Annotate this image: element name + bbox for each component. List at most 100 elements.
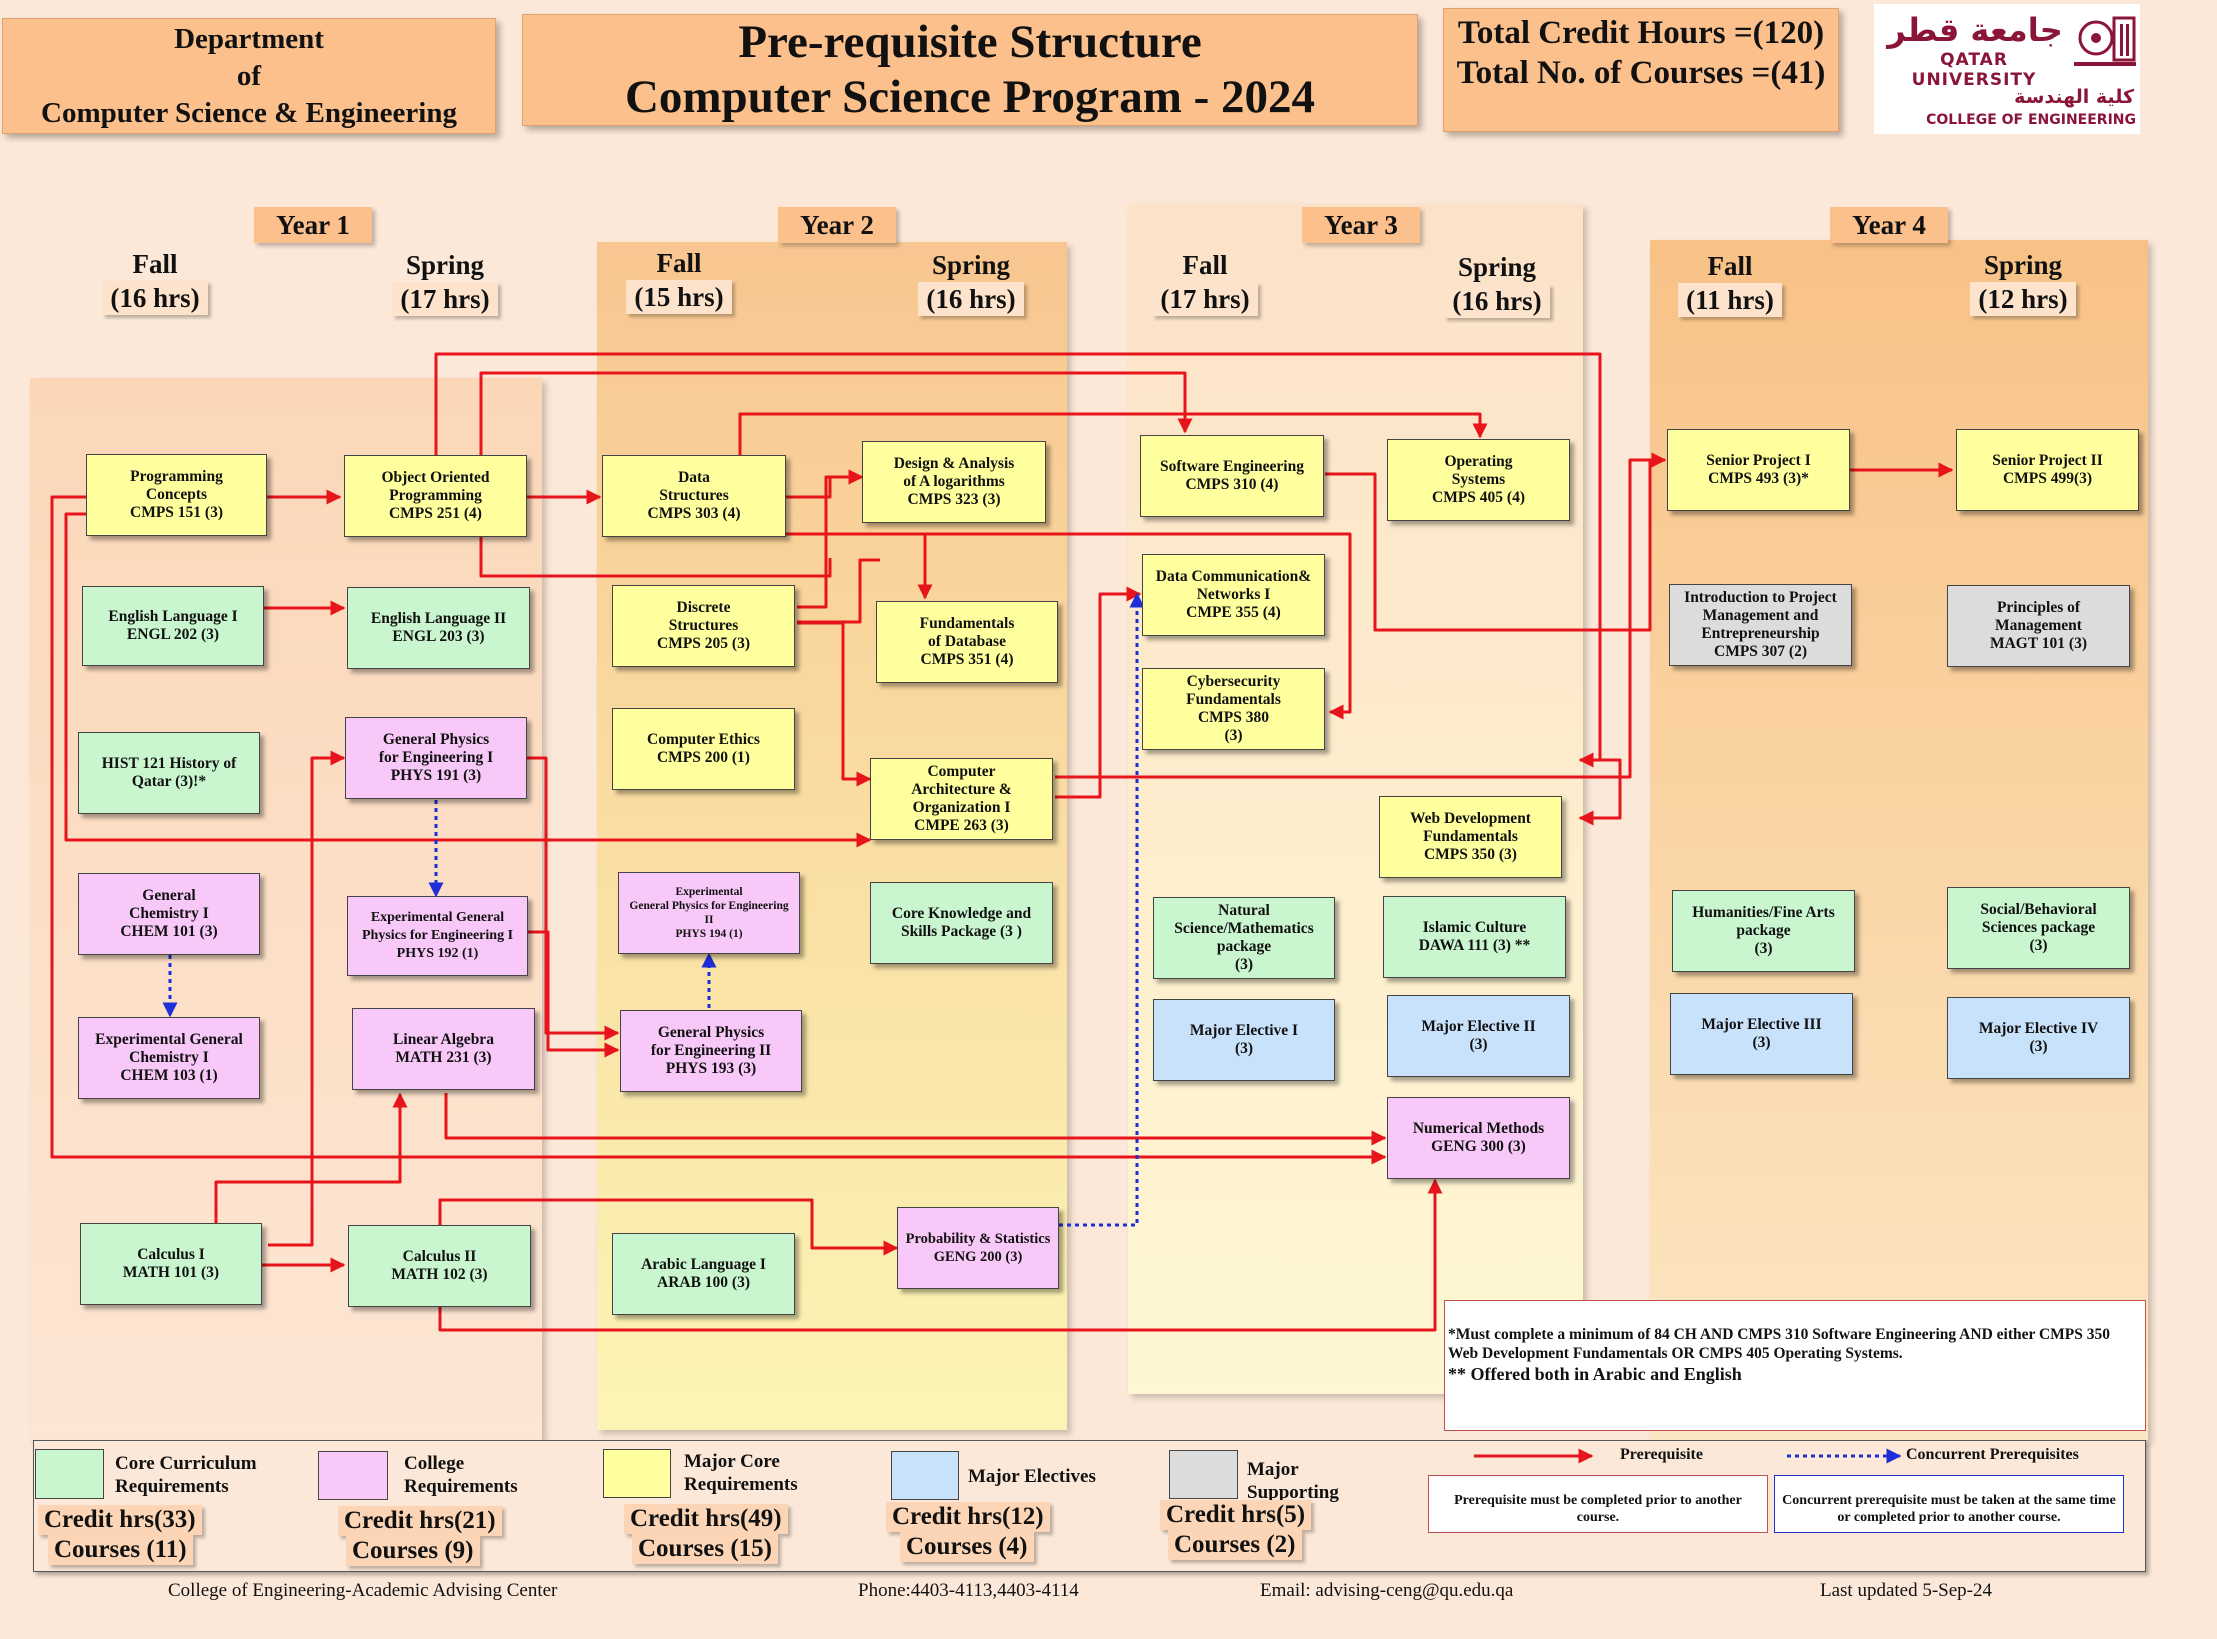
legend-label-electives: Major Electives [968,1466,1096,1487]
year-3-label: Year 3 [1302,207,1420,243]
footer-phone: Phone:4403-4113,4403-4114 [858,1580,1079,1601]
qu-english-name: QATAR UNIVERSITY [1911,50,2037,90]
course-phys193[interactable]: General Physics for Engineering II PHYS … [620,1010,802,1092]
semester-hours: (11 hrs) [1678,283,1782,317]
y4-fall-label: Fall (11 hrs) [1655,249,1805,317]
semester-hours: (17 hrs) [392,282,498,316]
course-cmps351[interactable]: Fundamentals of Database CMPS 351 (4) [876,601,1058,683]
course-math102[interactable]: Calculus II MATH 102 (3) [348,1225,531,1307]
course-cmps310[interactable]: Software Engineering CMPS 310 (4) [1140,435,1324,517]
course-engl202[interactable]: English Language I ENGL 202 (3) [82,586,264,666]
footer-email: Email: advising-ceng@qu.edu.qa [1260,1580,1514,1601]
prereq-legend-desc: Prerequisite must be completed prior to … [1428,1475,1768,1533]
course-natsci-package[interactable]: Natural Science/Mathematics package (3) [1153,897,1335,979]
y1-spring-label: Spring (17 hrs) [370,248,520,316]
course-magt101[interactable]: Principles of Management MAGT 101 (3) [1947,585,2130,667]
y3-fall-label: Fall (17 hrs) [1130,248,1280,316]
prereq-legend-label: Prerequisite [1620,1446,1703,1463]
course-cmpe263[interactable]: Computer Architecture & Organization I C… [870,758,1053,840]
y2-spring-label: Spring (16 hrs) [896,248,1046,316]
footer-center: College of Engineering-Academic Advising… [168,1580,558,1601]
semester-name: Spring [405,250,485,280]
credit-hours: Credit hrs(12) [886,1502,1050,1532]
legend-credit-core: Credit hrs(33) Courses (11) [38,1505,202,1565]
concurrent-legend-label: Concurrent Prerequisites [1906,1446,2079,1463]
y1-fall-label: Fall (16 hrs) [80,247,230,315]
course-count: Courses (2) [1168,1530,1302,1560]
course-social-package[interactable]: Social/Behavioral Sciences package (3) [1947,887,2130,969]
course-core-knowledge[interactable]: Core Knowledge and Skills Package (3 ) [870,882,1053,964]
semester-name: Spring [931,250,1011,280]
course-chem103[interactable]: Experimental General Chemistry I CHEM 10… [78,1017,260,1099]
year4-band [1650,240,2148,1440]
legend-label-core: Core Curriculum Requirements [115,1453,257,1497]
course-count: Courses (4) [900,1532,1034,1562]
note-box: *Must complete a minimum of 84 CH AND CM… [1444,1300,2146,1431]
course-cmps499[interactable]: Senior Project II CMPS 499(3) [1956,429,2139,511]
arrow-310-350 [1578,758,1622,826]
qu-arabic-name: جامعة قطر [1887,11,2063,49]
department-line-1: Department [174,23,324,55]
semester-name: Fall [656,248,702,278]
course-cmps205[interactable]: Discrete Structures CMPS 205 (3) [612,585,795,667]
course-cmps200[interactable]: Computer Ethics CMPS 200 (1) [612,708,795,790]
semester-name: Spring [1457,252,1537,282]
department-box: Department of Computer Science & Enginee… [2,18,496,134]
course-count: Courses (15) [632,1534,779,1564]
course-math101[interactable]: Calculus I MATH 101 (3) [80,1223,262,1305]
course-cmps350[interactable]: Web Development Fundamentals CMPS 350 (3… [1379,796,1562,878]
legend-credit-electives: Credit hrs(12) Courses (4) [886,1502,1050,1562]
course-arab100[interactable]: Arabic Language I ARAB 100 (3) [612,1233,795,1315]
credit-hours: Credit hrs(33) [38,1505,202,1535]
course-cmps405[interactable]: Operating Systems CMPS 405 (4) [1387,439,1570,521]
course-cmps493[interactable]: Senior Project I CMPS 493 (3)* [1667,429,1850,511]
course-phys192[interactable]: Experimental General Physics for Enginee… [347,896,528,976]
course-cmps151[interactable]: Programming Concepts CMPS 151 (3) [86,454,267,536]
semester-hours: (12 hrs) [1970,282,2076,316]
course-dawa111[interactable]: Islamic Culture DAWA 111 (3) ** [1383,896,1566,978]
course-hist121[interactable]: HIST 121 History of Qatar (3)!* [78,732,260,814]
course-cmps380[interactable]: Cybersecurity Fundamentals CMPS 380 (3) [1142,668,1325,750]
concurrent-legend-desc: Concurrent prerequisite must be taken at… [1774,1475,2124,1533]
course-engl203[interactable]: English Language II ENGL 203 (3) [347,587,530,669]
course-major-elective-3[interactable]: Major Elective III (3) [1670,993,1853,1075]
course-geng300[interactable]: Numerical Methods GENG 300 (3) [1387,1097,1570,1179]
course-cmpe355[interactable]: Data Communication& Networks I CMPE 355 … [1142,554,1325,636]
title-box: Pre-requisite Structure Computer Science… [522,14,1418,126]
legend-label-supporting: Major Supporting [1247,1459,1339,1503]
qu-emblem-icon [2074,16,2136,66]
college-arabic-name: كلية الهندسة [2014,86,2134,108]
department-line-3: Computer Science & Engineering [41,97,457,129]
course-cmps323[interactable]: Design & Analysis of A logarithms CMPS 3… [862,441,1046,523]
year-1-label: Year 1 [254,207,372,243]
semester-hours: (16 hrs) [102,281,208,315]
course-phys194[interactable]: Experimental General Physics for Enginee… [618,872,800,954]
course-major-elective-1[interactable]: Major Elective I (3) [1153,999,1335,1081]
course-phys191[interactable]: General Physics for Engineering I PHYS 1… [345,717,527,799]
semester-name: Spring [1983,250,2063,280]
course-cmps251[interactable]: Object Oriented Programming CMPS 251 (4) [344,455,527,537]
semester-hours: (16 hrs) [918,282,1024,316]
y4-spring-label: Spring (12 hrs) [1948,248,2098,316]
semester-hours: (16 hrs) [1444,284,1550,318]
course-humanities-package[interactable]: Humanities/Fine Arts package (3) [1672,890,1855,972]
course-chem101[interactable]: General Chemistry I CHEM 101 (3) [78,873,260,955]
page-title-line-2: Computer Science Program - 2024 [624,71,1316,123]
total-courses: Total No. of Courses =(41) [1456,55,1826,91]
y3-spring-label: Spring (16 hrs) [1422,250,1572,318]
legend-swatch-major-core [603,1449,671,1498]
year-2-label: Year 2 [778,207,896,243]
course-major-elective-2[interactable]: Major Elective II (3) [1387,995,1570,1077]
course-geng200[interactable]: Probability & Statistics GENG 200 (3) [897,1207,1059,1289]
legend-swatch-supporting [1169,1450,1238,1499]
credit-hours: Credit hrs(5) [1160,1500,1312,1530]
page-title-line-1: Pre-requisite Structure [738,16,1202,68]
course-major-elective-4[interactable]: Major Elective IV (3) [1947,997,2130,1079]
legend-credit-major-core: Credit hrs(49) Courses (15) [624,1504,788,1564]
year-4-label: Year 4 [1830,207,1948,243]
course-cmps303[interactable]: Data Structures CMPS 303 (4) [602,455,786,537]
course-cmps307[interactable]: Introduction to Project Management and E… [1669,584,1852,666]
department-line-2: of [236,60,262,92]
note-line-1: *Must complete a minimum of 84 CH AND CM… [1448,1326,2110,1362]
course-math231[interactable]: Linear Algebra MATH 231 (3) [352,1008,535,1090]
